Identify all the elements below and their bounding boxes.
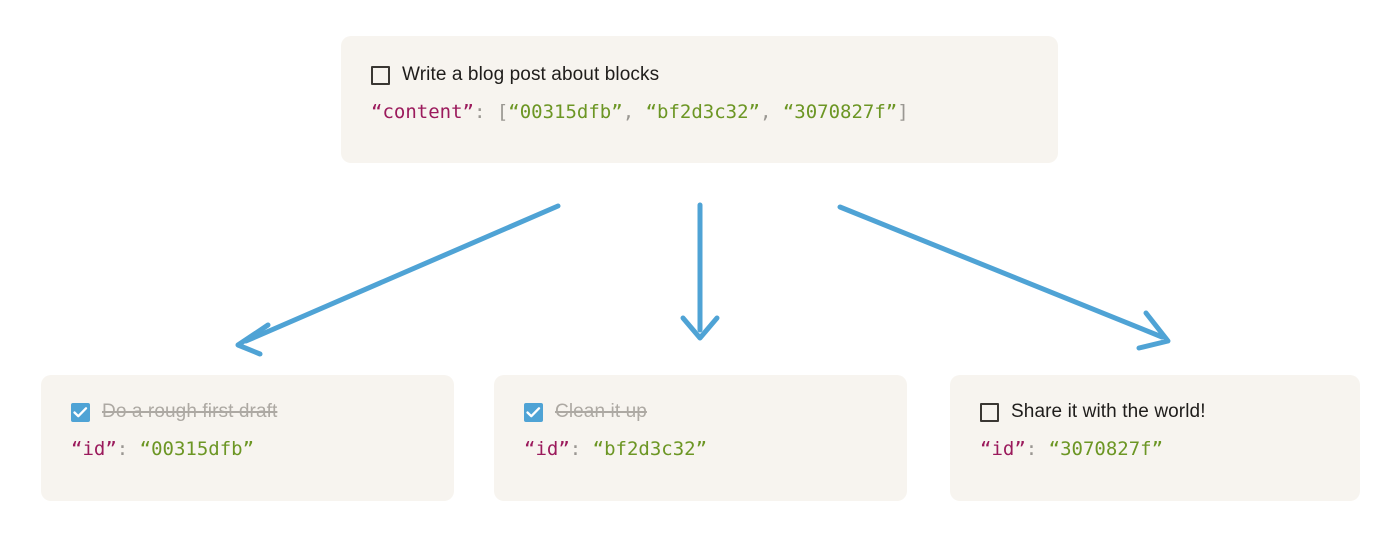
- json-content-line: “content”: [“00315dfb”, “bf2d3c32”, “307…: [371, 99, 1028, 125]
- json-value-0: “00315dfb”: [508, 101, 623, 123]
- json-value-2: “3070827f”: [782, 101, 898, 123]
- json-separator-1: ,: [759, 101, 783, 123]
- checkbox-checked-icon[interactable]: [71, 402, 90, 422]
- parent-block-card[interactable]: Write a blog post about blocks “content”…: [341, 36, 1058, 163]
- child-block-card-1[interactable]: Do a rough first draft “id”: “00315dfb”: [41, 375, 454, 501]
- json-id-line: “id”: “3070827f”: [980, 436, 1330, 462]
- json-separator-0: ,: [622, 101, 646, 123]
- json-colon: :: [1025, 438, 1038, 460]
- child-block-card-3[interactable]: Share it with the world! “id”: “3070827f…: [950, 375, 1360, 501]
- json-key: “id”: [980, 438, 1026, 460]
- todo-label: Share it with the world!: [1011, 401, 1206, 422]
- child-block-card-2[interactable]: Clean it up “id”: “bf2d3c32”: [494, 375, 907, 501]
- arrow-to-right-child: [837, 204, 1171, 351]
- json-colon: :: [473, 101, 486, 123]
- json-value: “00315dfb”: [139, 438, 255, 460]
- json-close-bracket: ]: [897, 101, 909, 123]
- checkbox-checked-icon[interactable]: [524, 402, 543, 422]
- checkbox-empty-icon[interactable]: [980, 402, 999, 422]
- todo-label: Clean it up: [555, 401, 647, 422]
- checkbox-empty-icon[interactable]: [371, 65, 390, 85]
- json-key: “id”: [71, 438, 117, 460]
- todo-row[interactable]: Do a rough first draft: [71, 399, 424, 425]
- json-space: [128, 438, 139, 460]
- json-value: “3070827f”: [1048, 438, 1164, 460]
- todo-label: Write a blog post about blocks: [402, 64, 660, 85]
- json-colon: :: [116, 438, 129, 460]
- arrow-to-middle-child: [680, 202, 720, 341]
- todo-label: Do a rough first draft: [102, 401, 278, 422]
- json-value: “bf2d3c32”: [592, 438, 708, 460]
- json-space: [581, 438, 592, 460]
- json-value-1: “bf2d3c32”: [645, 101, 760, 123]
- json-id-line: “id”: “bf2d3c32”: [524, 436, 877, 462]
- json-key: “content”: [371, 101, 474, 123]
- json-open-bracket: [: [485, 101, 509, 123]
- json-space: [1037, 438, 1048, 460]
- todo-row[interactable]: Share it with the world!: [980, 399, 1330, 425]
- json-colon: :: [569, 438, 582, 460]
- todo-row[interactable]: Clean it up: [524, 399, 877, 425]
- todo-row[interactable]: Write a blog post about blocks: [371, 62, 1028, 88]
- json-id-line: “id”: “00315dfb”: [71, 436, 424, 462]
- json-key: “id”: [524, 438, 570, 460]
- arrow-to-left-child: [235, 203, 561, 357]
